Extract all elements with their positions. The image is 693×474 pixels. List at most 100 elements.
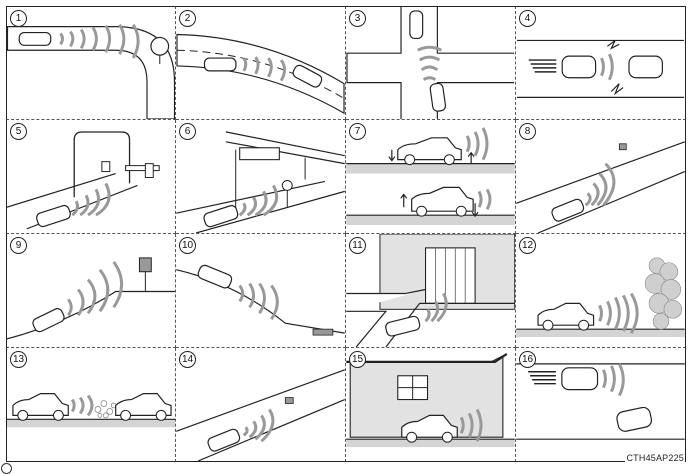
arrow-up-icon bbox=[467, 151, 475, 164]
figure-grid: 1 2 3 bbox=[6, 6, 687, 462]
step-icon bbox=[312, 328, 334, 336]
sonar-wave-icon bbox=[459, 408, 483, 442]
scene-uphill bbox=[7, 257, 175, 347]
car-icon bbox=[12, 393, 69, 416]
road-sign-icon bbox=[150, 36, 170, 56]
panel-number: 12 bbox=[519, 237, 536, 254]
panel-number: 7 bbox=[349, 123, 366, 140]
panel-14: 14 bbox=[176, 348, 346, 462]
box-icon bbox=[618, 143, 627, 151]
car-icon bbox=[409, 10, 424, 40]
panel-3: 3 bbox=[346, 6, 516, 120]
lightning-icon bbox=[607, 39, 620, 50]
box-icon bbox=[284, 397, 294, 404]
panel-number: 2 bbox=[179, 10, 196, 27]
sonar-wave-icon bbox=[71, 182, 111, 217]
panel-2: 2 bbox=[176, 6, 346, 120]
panel-number: 16 bbox=[519, 351, 536, 368]
panel-number: 1 bbox=[10, 10, 27, 27]
scene-merging-car bbox=[516, 363, 685, 440]
panel-8: 8 bbox=[516, 120, 686, 234]
sonar-wave-icon bbox=[59, 23, 140, 59]
spray-icon bbox=[94, 400, 117, 419]
panel-7: 7 bbox=[346, 120, 516, 234]
scene-gate-bar bbox=[7, 131, 160, 230]
scene-building bbox=[346, 353, 515, 448]
panel-5: 5 bbox=[6, 120, 176, 234]
gate-bar-icon bbox=[125, 165, 160, 172]
car-icon bbox=[551, 198, 585, 222]
car-icon bbox=[429, 82, 447, 112]
panel-number: 5 bbox=[10, 123, 27, 140]
panel-number: 6 bbox=[179, 123, 196, 140]
arrow-down-icon bbox=[471, 203, 479, 218]
lightning-icon bbox=[610, 83, 624, 96]
sign-icon bbox=[138, 257, 152, 273]
panel-13: 13 bbox=[6, 348, 176, 462]
panel-12: 12 bbox=[516, 234, 686, 348]
car-icon bbox=[401, 414, 458, 438]
sonar-wave-icon bbox=[417, 45, 442, 81]
panel-15: 15 bbox=[346, 348, 516, 462]
scene-curve-road-sign bbox=[7, 23, 175, 119]
car-icon bbox=[203, 205, 239, 228]
sonar-wave-icon bbox=[238, 282, 279, 321]
car-icon bbox=[203, 57, 237, 72]
scene-low-object bbox=[176, 369, 345, 461]
car-icon bbox=[628, 55, 663, 79]
panel-1: 1 bbox=[6, 6, 176, 120]
sonar-wave-icon bbox=[238, 184, 279, 217]
car-icon bbox=[207, 428, 241, 452]
height-bar-icon bbox=[73, 131, 131, 198]
panel-number: 11 bbox=[349, 237, 366, 254]
scene-garage-door bbox=[346, 234, 515, 347]
car-icon bbox=[616, 406, 653, 432]
sonar-wave-icon bbox=[70, 394, 94, 417]
car-icon bbox=[411, 186, 474, 212]
car-icon bbox=[561, 367, 599, 391]
panel-number: 9 bbox=[10, 237, 27, 254]
scene-interference bbox=[516, 39, 685, 98]
sonar-wave-icon bbox=[465, 127, 489, 161]
car-icon bbox=[18, 31, 52, 46]
cloud-icon bbox=[644, 257, 683, 330]
sonar-wave-icon bbox=[598, 292, 639, 334]
car-icon bbox=[537, 302, 595, 326]
panel-9: 9 bbox=[6, 234, 176, 348]
car-icon bbox=[197, 264, 233, 289]
scene-overhead-object bbox=[176, 131, 345, 233]
panel-number: 13 bbox=[10, 351, 27, 368]
sonar-wave-icon bbox=[242, 408, 275, 443]
car-icon bbox=[32, 308, 65, 333]
panel-4: 4 bbox=[516, 6, 686, 120]
arrow-down-icon bbox=[388, 149, 396, 162]
scene-roadside-object bbox=[516, 141, 685, 233]
cropped-number-badge bbox=[1, 463, 12, 474]
car-icon bbox=[292, 64, 323, 88]
scene-bumpy-road bbox=[346, 127, 515, 226]
panel-number: 3 bbox=[349, 10, 366, 27]
scene-exhaust-cloud bbox=[516, 257, 685, 338]
panel-6: 6 bbox=[176, 120, 346, 234]
panel-number: 4 bbox=[519, 10, 536, 27]
sonar-wave-icon bbox=[424, 292, 448, 323]
scene-rain-spray bbox=[7, 393, 175, 428]
sonar-wave-icon bbox=[477, 188, 492, 210]
sonar-wave-icon bbox=[242, 56, 287, 82]
sonar-wave-icon bbox=[602, 363, 625, 397]
car-icon bbox=[385, 315, 421, 337]
scene-curved-road-car bbox=[176, 33, 345, 115]
motion-lines-icon bbox=[528, 371, 556, 385]
panel-number: 15 bbox=[349, 351, 366, 368]
panel-number: 10 bbox=[179, 237, 196, 254]
motion-lines-icon bbox=[528, 59, 557, 73]
figure-code: CTH45AP225 bbox=[625, 453, 685, 463]
sonar-wave-icon bbox=[600, 53, 614, 81]
panel-16: 16 bbox=[516, 348, 686, 462]
panel-number: 14 bbox=[179, 351, 196, 368]
panel-number: 8 bbox=[519, 123, 536, 140]
sonar-wave-icon bbox=[584, 162, 616, 207]
garage-door-icon bbox=[424, 247, 476, 304]
panel-10: 10 bbox=[176, 234, 346, 348]
scene-downhill bbox=[176, 264, 345, 347]
